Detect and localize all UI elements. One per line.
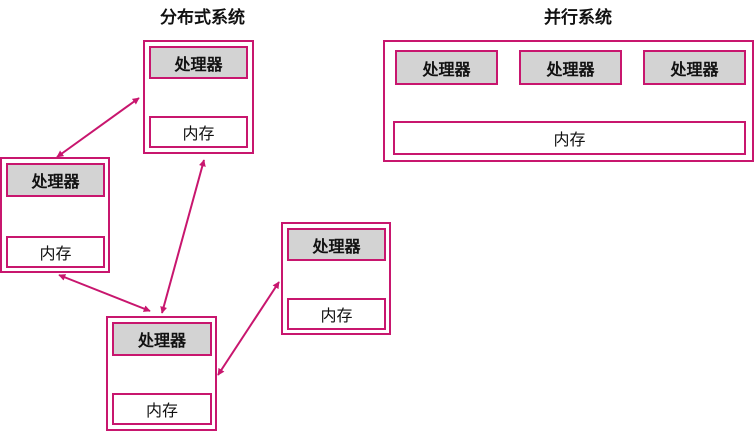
processor-label: 处理器 (422, 59, 471, 79)
link-top-bottom (160, 159, 206, 314)
link-top-left (56, 97, 140, 158)
node-left: 处理器 内存 (0, 157, 110, 273)
parallel-processor-1: 处理器 (395, 50, 498, 85)
parallel-system-title: 并行系统 (544, 8, 612, 28)
parallel-processor-3: 处理器 (643, 50, 746, 85)
parallel-shared-memory: 内存 (393, 121, 746, 155)
node-top-processor: 处理器 (149, 46, 248, 79)
node-bottom-memory: 内存 (112, 393, 212, 425)
memory-label: 内存 (182, 124, 215, 143)
node-top-memory: 内存 (149, 116, 248, 148)
node-right: 处理器 内存 (281, 222, 391, 335)
node-left-processor: 处理器 (6, 163, 105, 197)
processor-label: 处理器 (137, 331, 186, 350)
node-top: 处理器 内存 (143, 40, 254, 154)
parallel-system-box: 处理器 处理器 处理器 内存 (383, 40, 754, 162)
parallel-processor-2: 处理器 (519, 50, 622, 85)
processor-label: 处理器 (174, 54, 223, 74)
link-left-bottom (58, 274, 151, 312)
node-right-processor: 处理器 (287, 228, 386, 261)
node-left-memory: 内存 (6, 236, 105, 268)
memory-label: 内存 (553, 130, 586, 149)
link-bottom-right (217, 281, 280, 376)
processor-label: 处理器 (31, 172, 80, 191)
node-bottom-processor: 处理器 (112, 322, 212, 356)
memory-label: 内存 (39, 244, 72, 263)
node-bottom: 处理器 内存 (106, 316, 217, 431)
distributed-system-title: 分布式系统 (160, 8, 245, 28)
node-right-memory: 内存 (287, 298, 386, 330)
processor-label: 处理器 (312, 236, 361, 256)
processor-label: 处理器 (670, 59, 719, 79)
memory-label: 内存 (145, 401, 178, 420)
memory-label: 内存 (320, 306, 353, 325)
processor-label: 处理器 (546, 59, 595, 79)
